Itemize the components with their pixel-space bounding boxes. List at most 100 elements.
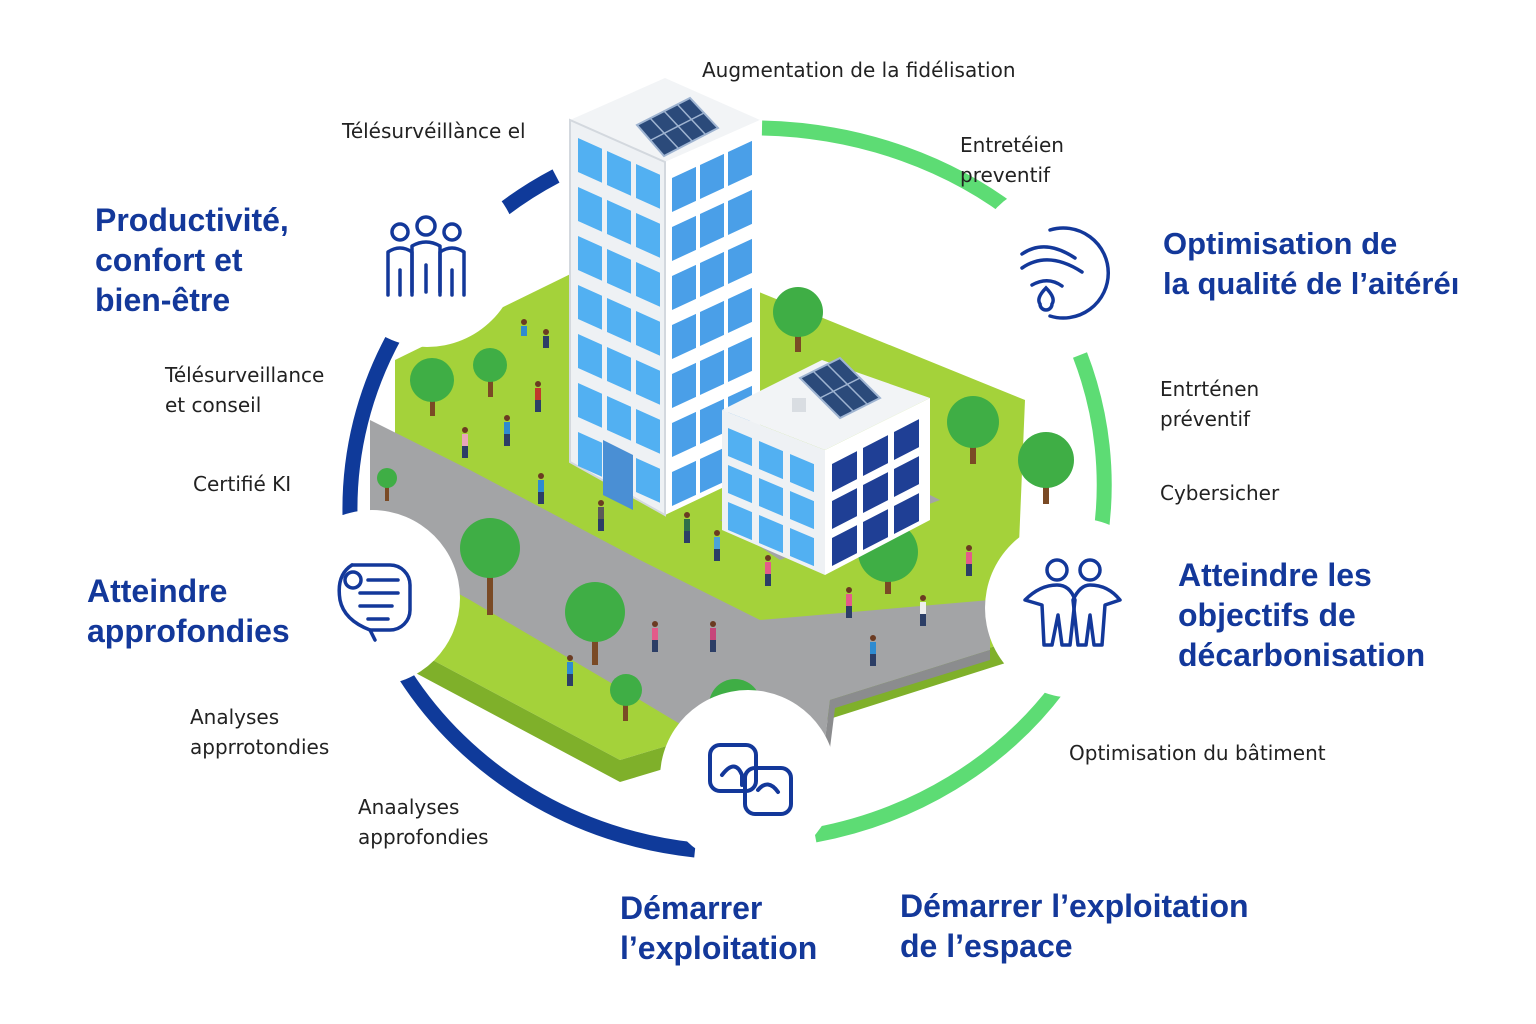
window-pane — [728, 428, 752, 467]
title-demarrer: Démarrer l’exploitation — [620, 888, 817, 968]
label-entretien-top: Entretéien preventif — [960, 130, 1064, 190]
label-line: Anaalyses — [358, 795, 460, 819]
window-pane — [728, 336, 752, 382]
window-pane — [578, 383, 602, 428]
title-line: décarbonisation — [1178, 637, 1426, 673]
window-pane — [700, 398, 724, 444]
label-line: apprrotondies — [190, 735, 330, 759]
window-pane — [700, 349, 724, 395]
window-pane — [672, 264, 696, 310]
label-entretien-right: Entrténen préventif — [1160, 374, 1259, 434]
window-pane — [728, 287, 752, 333]
window-pane — [578, 334, 602, 379]
window-pane — [894, 419, 919, 460]
label-line: Télésurveillance — [165, 363, 325, 387]
document-chat-icon — [337, 563, 412, 642]
title-line: la qualité de l’aitéréı — [1163, 266, 1460, 301]
window-pane — [672, 362, 696, 408]
label-line: Entretéien — [960, 133, 1064, 157]
title-line: approfondies — [87, 613, 290, 649]
window-pane — [578, 236, 602, 281]
title-approfondies: Atteindre approfondies — [87, 571, 290, 651]
label-line: et conseil — [165, 393, 262, 417]
ring-arc-green-bottom — [813, 683, 1064, 843]
caption-fidelisation: Augmentation de la fidélisation — [702, 58, 1016, 82]
window-pane — [759, 441, 783, 480]
title-line: Démarrer l’exploitation — [900, 888, 1249, 924]
window-pane — [672, 460, 696, 506]
window-pane — [672, 411, 696, 457]
tower-left-windows — [578, 138, 660, 503]
people-group-icon — [386, 215, 466, 297]
label-telesurveillance-conseil: Télésurveillance et conseil — [165, 360, 324, 420]
label-line: Entrténen — [1160, 377, 1260, 401]
label-analyses-1: Analyses apprrotondies — [190, 702, 329, 762]
window-pane — [636, 360, 660, 405]
window-pane — [700, 447, 724, 493]
title-line: bien-être — [95, 282, 231, 318]
title-line: Atteindre — [87, 573, 228, 609]
window-pane — [607, 396, 631, 441]
walkway-main — [370, 420, 990, 790]
window-pane — [894, 493, 919, 534]
window-pane — [759, 478, 783, 517]
window-pane — [863, 435, 888, 476]
window-pane — [607, 249, 631, 294]
label-optimisation-batiment: Optimisation du bâtiment — [1069, 741, 1326, 765]
ring-arc-green-top — [761, 120, 1030, 228]
window-pane — [578, 187, 602, 232]
window-pane — [636, 164, 660, 209]
low-left-windows — [728, 428, 814, 567]
window-pane — [728, 189, 752, 235]
window-pane — [607, 151, 631, 196]
label-analyses-2: Anaalyses approfondies — [358, 792, 489, 852]
label-telesurveillance-top: Télésurvéillànce el — [342, 119, 526, 143]
pedestrians — [462, 319, 972, 686]
low-right-windows — [832, 419, 919, 566]
title-line: Démarrer — [620, 890, 763, 926]
window-pane — [728, 140, 752, 186]
window-pane — [728, 238, 752, 284]
window-pane — [790, 528, 814, 567]
title-line: l’exploitation — [620, 930, 818, 966]
title-line: Productivité, — [95, 202, 289, 238]
title-productivite: Productivité, confort et bien-être — [95, 200, 289, 320]
window-pane — [700, 251, 724, 297]
window-pane — [636, 213, 660, 258]
label-line: preventif — [960, 163, 1051, 187]
window-pane — [636, 458, 660, 503]
window-pane — [578, 432, 602, 477]
label-cybersicher: Cybersicher — [1160, 481, 1280, 505]
title-line: confort et — [95, 242, 243, 278]
ring-arc-green-right — [1073, 352, 1112, 542]
office-tower — [569, 78, 760, 517]
title-decarbonisation: Atteindre les objectifs de décarbonisati… — [1178, 555, 1425, 675]
label-line: Analyses — [190, 705, 280, 729]
label-line: approfondies — [358, 825, 489, 849]
title-qualite-air: Optimisation de la qualité de l’aitéréı — [1163, 224, 1459, 304]
air-drop-icon — [1020, 226, 1110, 320]
title-demarrer-espace: Démarrer l’exploitation de l’espace — [900, 886, 1249, 966]
window-pane — [578, 285, 602, 330]
window-pane — [607, 200, 631, 245]
tower-right-windows — [672, 140, 752, 506]
window-pane — [863, 472, 888, 513]
window-pane — [832, 488, 857, 529]
window-pane — [636, 409, 660, 454]
title-line: de l’espace — [900, 928, 1073, 964]
window-pane — [728, 502, 752, 541]
window-pane — [672, 215, 696, 261]
window-pane — [790, 454, 814, 493]
window-pane — [700, 202, 724, 248]
window-pane — [832, 451, 857, 492]
low-building — [722, 356, 930, 575]
solar-panel-low — [798, 356, 882, 420]
title-line: Atteindre les — [1178, 557, 1372, 593]
window-pane — [832, 525, 857, 566]
solar-panel-tower — [635, 96, 720, 158]
window-pane — [700, 300, 724, 346]
window-pane — [636, 262, 660, 307]
label-line: préventif — [1160, 407, 1251, 431]
outer-ring — [342, 120, 1112, 858]
